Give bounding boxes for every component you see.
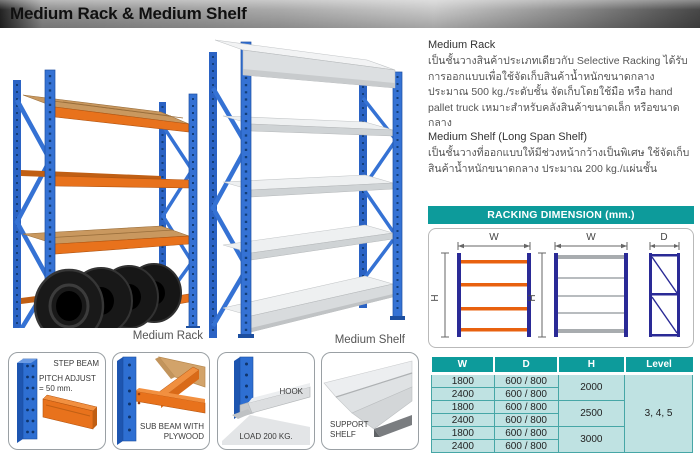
detail-box-sub-beam: SUB BEAM WITH PLYWOOD — [112, 352, 210, 450]
cell-level: 3, 4, 5 — [624, 373, 693, 453]
sub-beam-illustration — [117, 356, 206, 445]
shelf-level-1 — [214, 39, 396, 89]
cell-h-group: 2500 — [557, 400, 626, 427]
spec-table-wrap: W D H Level 1800 600 / 800 2000 3, 4, 5 … — [431, 357, 693, 453]
rack-level-3 — [22, 225, 190, 255]
cell-d: 600 / 800 — [493, 426, 559, 440]
cell-d: 600 / 800 — [493, 413, 559, 427]
racking-dimension-header: RACKING DIMENSION (mm.) — [428, 206, 694, 224]
cell-w: 1800 — [431, 400, 495, 414]
medium-shelf-illustration — [209, 39, 405, 338]
shelf-description-text: เป็นชั้นวางที่ออกแบบให้มีช่วงหน้ากว้างเป… — [428, 147, 690, 175]
cell-w: 2400 — [431, 439, 495, 453]
step-beam-illustration — [17, 358, 98, 443]
spec-header-row: W D H Level — [431, 357, 693, 375]
table-row: 1800 600 / 800 2000 3, 4, 5 — [431, 373, 693, 453]
rack-front-diagram: W H — [430, 232, 531, 338]
w-label-2: W — [586, 232, 596, 243]
tires — [33, 263, 182, 344]
table-row: 2400 600 / 800 — [431, 413, 693, 427]
pitch-adjust-note: PITCH ADJUST = 50 mm. — [39, 374, 96, 393]
rack-description-text: เป็นชั้นวางสินค้าประเภทเดียวกับ Selectiv… — [428, 55, 688, 130]
h-label-2: H — [527, 294, 538, 301]
column-header-level: Level — [623, 357, 693, 375]
hook-label: HOOK — [279, 387, 303, 396]
cell-d: 600 / 800 — [493, 439, 559, 453]
dimension-diagrams: W H W — [430, 232, 680, 338]
cell-d: 600 / 800 — [493, 400, 559, 414]
detail-box-step-beam: STEP BEAM PITCH ADJUST = 50 mm. — [8, 352, 106, 450]
rack-level-2-beam — [54, 175, 190, 189]
medium-rack-figure: Medium Rack — [5, 30, 205, 360]
table-row: 1800 600 / 800 2500 — [431, 400, 693, 427]
side-depth-diagram: D — [649, 232, 680, 337]
cell-d: 600 / 800 — [493, 373, 559, 388]
column-header-h: H — [557, 357, 625, 375]
cell-w: 1800 — [431, 373, 495, 388]
d-label: D — [660, 232, 667, 243]
shelf-description-title: Medium Shelf (Long Span Shelf) — [428, 131, 587, 143]
shelf-front-posts — [238, 41, 405, 338]
spec-table: W D H Level 1800 600 / 800 2000 3, 4, 5 … — [431, 357, 693, 453]
medium-rack-illustration — [13, 69, 200, 360]
shelf-front-diagram: W H — [527, 232, 628, 338]
cell-w: 1800 — [431, 426, 495, 440]
support-shelf-illustration — [323, 359, 413, 437]
table-row: 2400 600 / 800 — [431, 439, 693, 453]
hook-illustration — [222, 356, 311, 445]
h-label-1: H — [430, 294, 441, 301]
load-note: LOAD 200 KG. — [239, 432, 293, 441]
medium-shelf-figure: Medium Shelf — [203, 28, 423, 346]
shelf-level-2 — [222, 115, 394, 137]
w-label-1: W — [489, 232, 499, 243]
header-bar: Medium Rack & Medium Shelf — [0, 0, 700, 28]
medium-rack-caption: Medium Rack — [132, 330, 203, 342]
cell-h-group: 3000 — [557, 426, 626, 453]
rack-back-posts — [13, 80, 166, 342]
cell-w: 2400 — [431, 387, 495, 401]
rack-description-title: Medium Rack — [428, 39, 496, 51]
detail-box-hook: HOOK LOAD 200 KG. — [217, 352, 315, 450]
table-row: 2400 600 / 800 — [431, 387, 693, 401]
column-header-d: D — [493, 357, 559, 375]
medium-shelf-caption: Medium Shelf — [334, 334, 405, 346]
cell-h-group: 2000 — [557, 373, 626, 401]
dimension-diagram-box: W H W — [428, 228, 694, 348]
cell-d: 600 / 800 — [493, 387, 559, 401]
step-beam-label: STEP BEAM — [53, 359, 99, 368]
cell-w: 2400 — [431, 413, 495, 427]
support-shelf-label: SUPPORT SHELF — [330, 420, 369, 439]
column-header-w: W — [431, 357, 495, 375]
detail-box-support-shelf: SUPPORT SHELF — [321, 352, 419, 450]
sub-beam-label: SUB BEAM WITH PLYWOOD — [139, 422, 204, 441]
rack-level-1 — [22, 94, 190, 133]
page-title: Medium Rack & Medium Shelf — [10, 4, 247, 23]
